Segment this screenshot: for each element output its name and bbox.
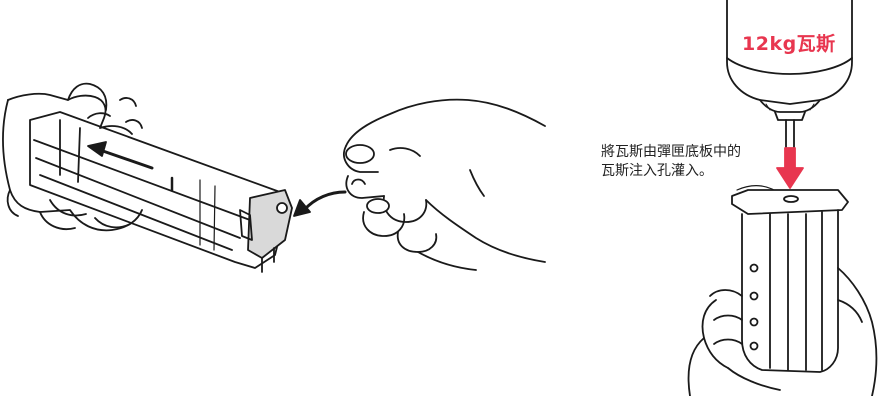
magazine-left xyxy=(30,112,292,272)
gas-can-label: 12kg瓦斯 xyxy=(742,29,836,56)
instruction-line-2: 瓦斯注入孔灌入。 xyxy=(601,162,741,181)
hand-middle xyxy=(344,100,545,270)
curved-arrow-icon xyxy=(294,192,345,216)
hand-right xyxy=(689,268,877,396)
instruction-callout: 將瓦斯由彈匣底板中的 瓦斯注入孔灌入。 xyxy=(601,143,741,181)
gas-can xyxy=(727,0,852,148)
magazine-right xyxy=(732,190,848,372)
down-arrow-icon xyxy=(777,148,803,188)
instruction-line-1: 將瓦斯由彈匣底板中的 xyxy=(601,143,741,162)
